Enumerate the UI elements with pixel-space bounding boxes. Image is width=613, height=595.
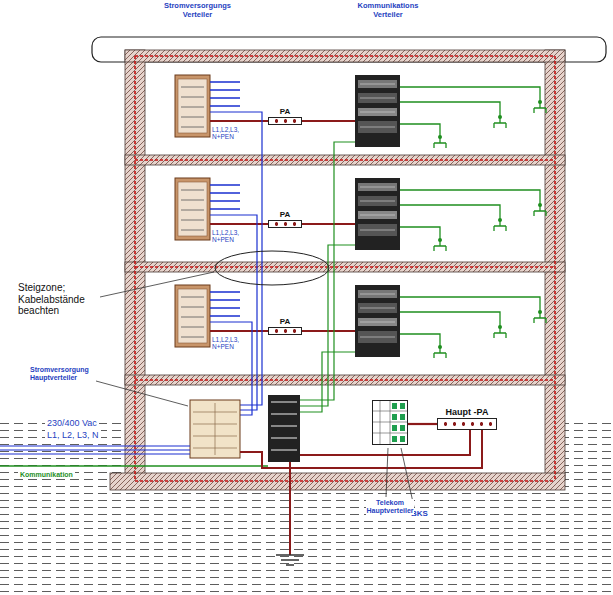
- node-label: PA: [280, 107, 291, 116]
- telecom-distributor: Telekom Hauptverteiler: [372, 400, 408, 445]
- telecom-distributor-detail: [372, 400, 408, 445]
- conductor-label: L1,L2,L3, N+PEN: [212, 336, 250, 351]
- line-label: Kommunikation: [18, 471, 75, 479]
- conductor-label: L1,L2,L3, N+PEN: [212, 126, 250, 141]
- node-label: Telekom Hauptverteiler: [366, 499, 414, 515]
- heading-label: Stromversorgungs Verteiler: [160, 2, 235, 19]
- leader-line: [96, 272, 414, 507]
- main-communication-rack: [268, 395, 300, 462]
- equipotential-ring: [135, 56, 555, 481]
- callout-note: Steigzone; Kabelabstände beachten: [18, 282, 98, 317]
- node-label: PA: [280, 210, 291, 219]
- earthing-conductor: [240, 430, 482, 555]
- walls-and-slabs: [110, 50, 565, 490]
- earthing-connector: [408, 423, 437, 425]
- rack-detail: [271, 402, 297, 450]
- main-power-distributor-detail: [193, 403, 237, 455]
- communication-riser: [300, 142, 355, 412]
- part-label: Stromversorgung Hauptverteiler: [30, 366, 102, 382]
- node-label: PA: [280, 317, 291, 326]
- supply-label: 230/400 Vac: [45, 418, 99, 428]
- equipotential-bar: PA: [268, 117, 302, 125]
- building-interior: [125, 50, 565, 490]
- riser-zone-ellipse: [215, 251, 329, 285]
- node-label: Haupt -PA: [446, 407, 489, 417]
- main-power-distributor: [190, 400, 240, 458]
- equipotential-bar: PA: [268, 220, 302, 228]
- earth-symbol: [276, 555, 304, 565]
- roof-outline: [92, 37, 606, 62]
- heading-label: Kommunikations Verteiler: [348, 2, 428, 19]
- power-riser: [210, 112, 262, 415]
- communication-line: [0, 465, 268, 466]
- equipotential-bar: PA: [268, 327, 302, 335]
- conductor-label: L1,L2,L3, N+PEN: [212, 229, 250, 244]
- equipotential-bar: Haupt -PA: [437, 418, 497, 430]
- supply-label: L1, L2, L3, N: [45, 430, 101, 440]
- supply-lines: [0, 446, 190, 454]
